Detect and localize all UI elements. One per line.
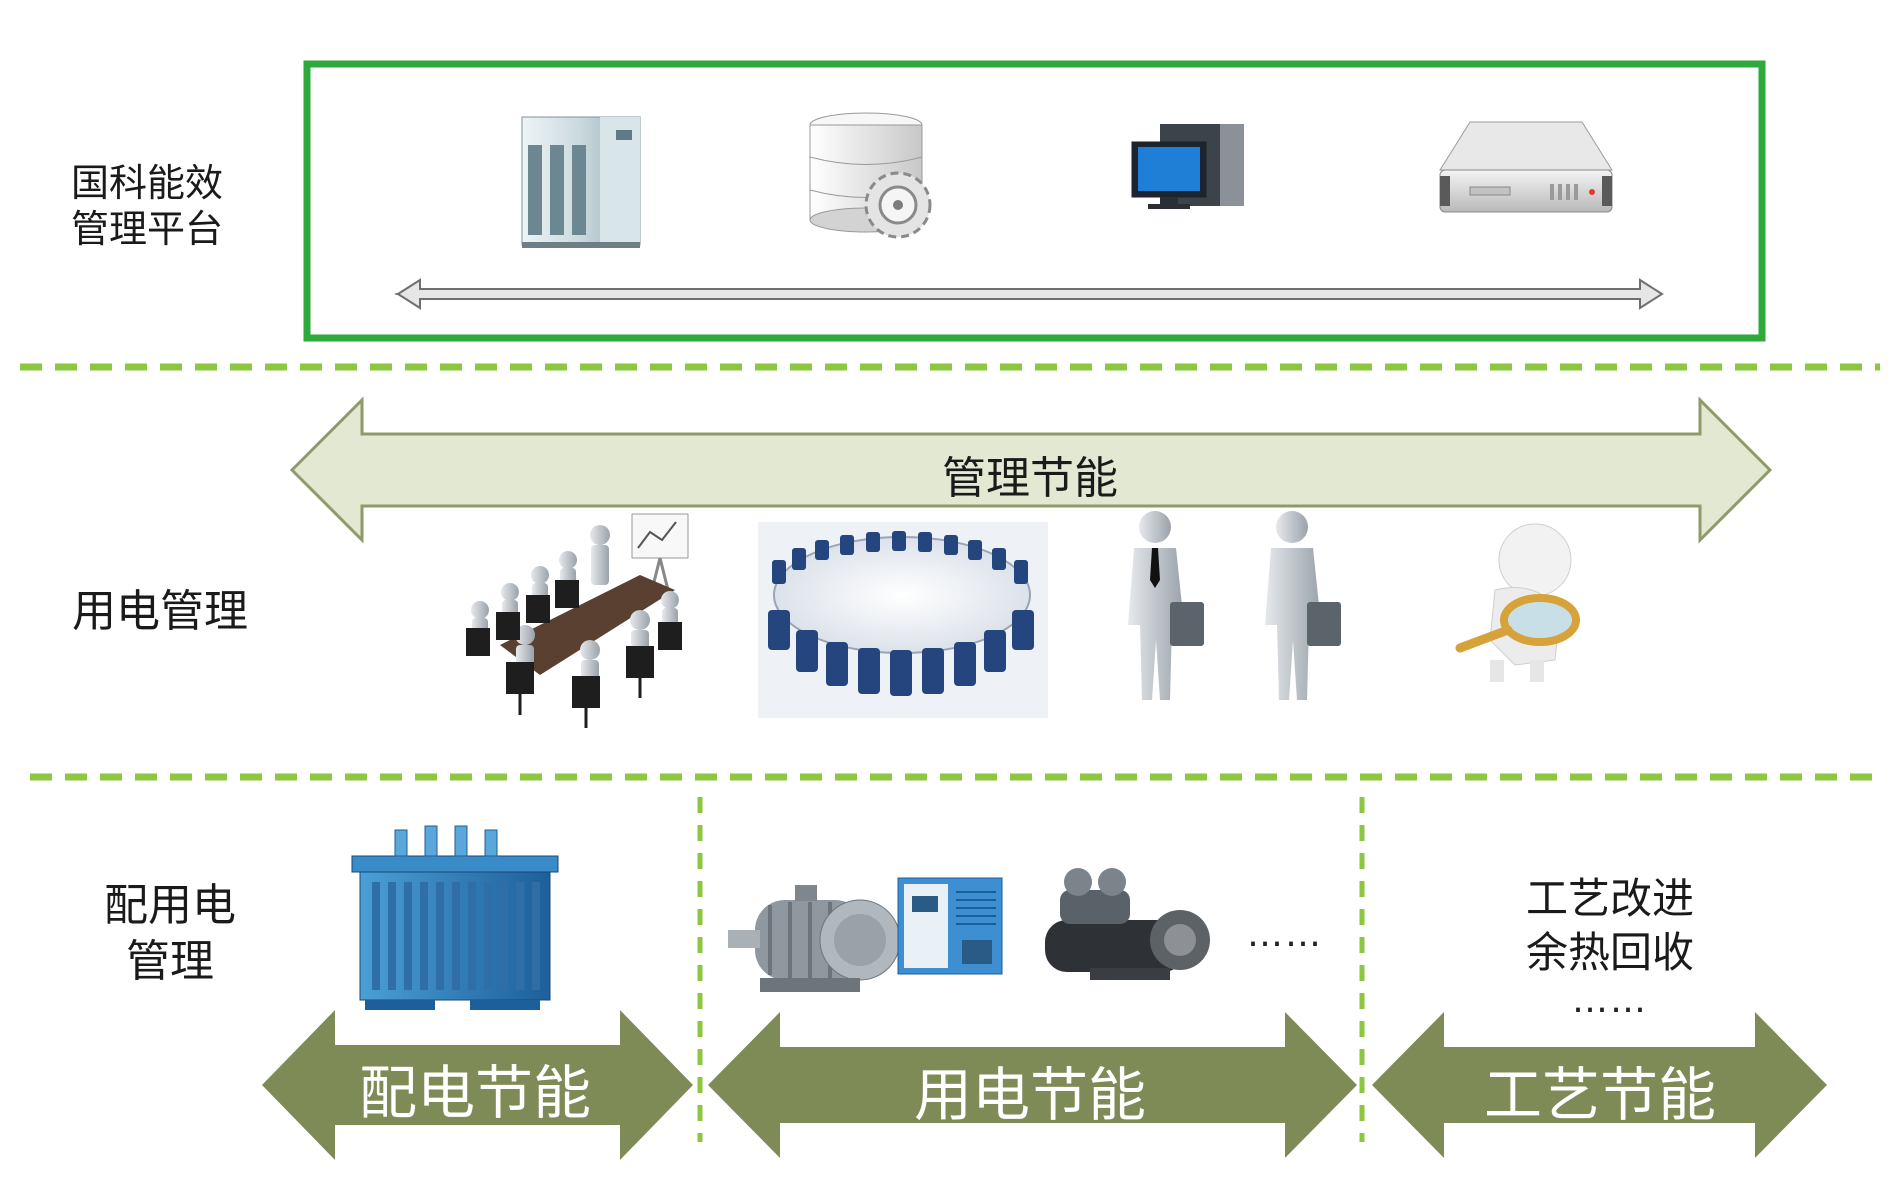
- usage-management-label: 用电管理: [72, 586, 248, 637]
- platform-label: 国科能效 管理平台: [62, 160, 232, 252]
- platform-bus-arrow: [394, 278, 1664, 310]
- distribution-label: 配用电 管理: [85, 878, 255, 990]
- process-line1: 工艺改进: [1525, 874, 1694, 923]
- equipment-more-ellipsis: ……: [1247, 914, 1323, 955]
- air-compressor-image: [897, 877, 1003, 975]
- round-table-image: [758, 522, 1048, 718]
- distribution-arrow: [262, 1010, 693, 1160]
- desktop-computer-icon: [1131, 124, 1244, 209]
- meeting-room-image: [440, 513, 710, 730]
- server-icon: [1439, 121, 1613, 213]
- process-arrow: [1372, 1012, 1827, 1158]
- process-measures-label: 工艺改进 余热回收: [1500, 872, 1720, 980]
- transformer-image: [351, 825, 559, 1010]
- platform-frame: [303, 60, 1766, 342]
- motor-image: [728, 885, 901, 992]
- businessmen-image: [1128, 511, 1341, 700]
- process-arrow-label: 工艺节能: [1483, 1061, 1716, 1129]
- platform-label-line1: 国科能效: [70, 161, 223, 205]
- magnifier-figure-image: [1455, 523, 1580, 682]
- consumption-arrow-label: 用电节能: [913, 1061, 1146, 1129]
- distribution-label-line2: 管理: [126, 936, 214, 987]
- rack-server-icon: [521, 116, 641, 248]
- platform-label-line2: 管理平台: [70, 207, 223, 251]
- distribution-arrow-label: 配电节能: [358, 1059, 591, 1127]
- distribution-label-line1: 配用电: [104, 880, 236, 931]
- management-arrow-label: 管理节能: [942, 453, 1118, 504]
- management-arrow: [289, 396, 1773, 544]
- database-gear-icon: [809, 112, 932, 239]
- process-more-ellipsis: ……: [1572, 980, 1648, 1021]
- chiller-image: [1045, 868, 1210, 980]
- process-line2: 余热回收: [1525, 928, 1694, 977]
- consumption-arrow: [708, 1012, 1357, 1158]
